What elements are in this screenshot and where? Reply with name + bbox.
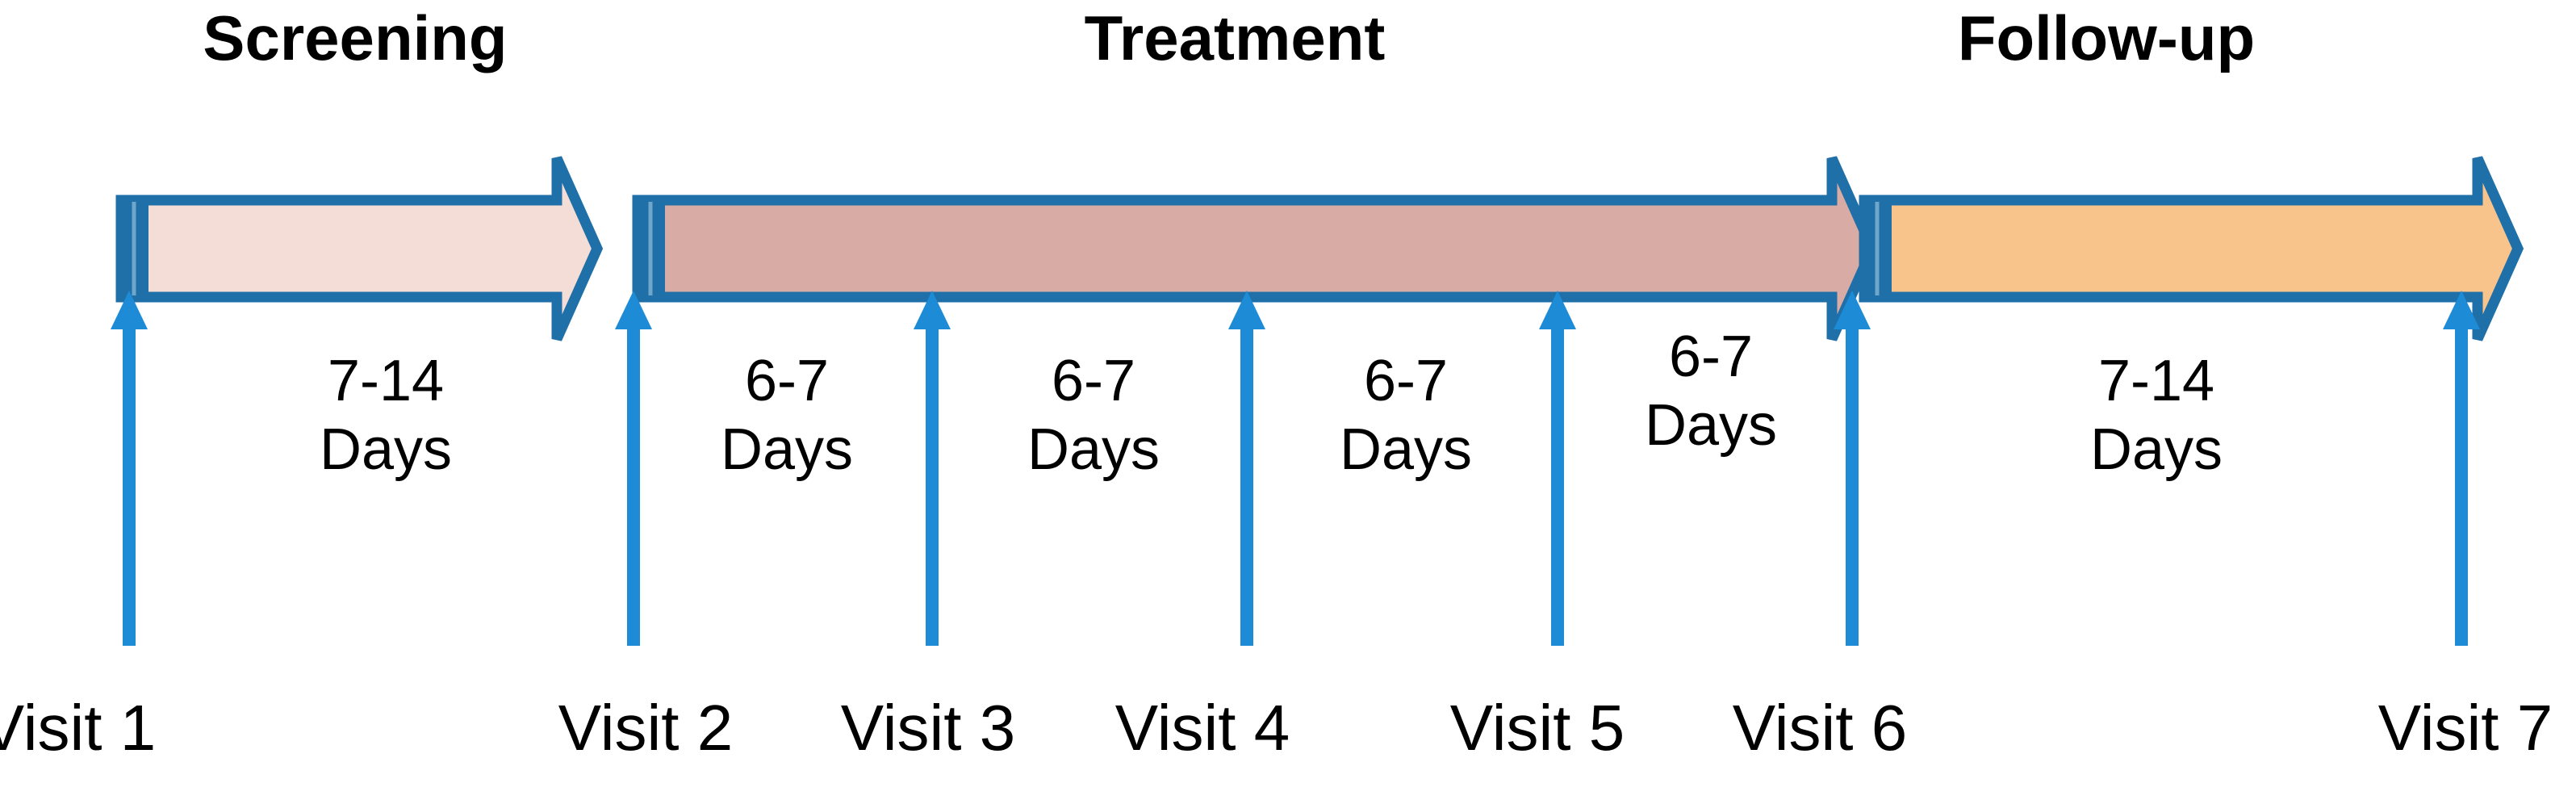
visit-label-7: Visit 7 [2377,692,2553,764]
visit-marker-arrow-2 [615,291,652,646]
interval-value: 6-7 [1363,349,1449,413]
phase-arrow-followup [1859,156,2524,341]
interval-value: 6-7 [1051,349,1136,413]
interval-value: 6-7 [744,349,830,413]
phase-title-followup: Follow-up [1957,2,2256,73]
visit-marker-arrow-5 [1539,291,1576,646]
visit-label-1: Visit 1 [0,692,157,764]
interval-unit: Days [2089,417,2223,482]
visit-label-2: Visit 2 [558,692,734,764]
phase-arrow-group [115,156,2524,341]
interval-unit: Days [319,417,453,482]
interval-unit: Days [1027,417,1160,482]
interval-value: 7-14 [327,349,445,413]
interval-unit: Days [720,417,854,482]
visit-arrow-group [111,291,2480,646]
visit-marker-arrow-4 [1228,291,1265,646]
phase-title-screening: Screening [203,2,508,73]
interval-unit: Days [1644,392,1778,458]
visit-label-3: Visit 3 [840,692,1016,764]
phase-title-treatment: Treatment [1084,2,1386,73]
phase-arrow-screening [115,156,604,341]
visit-marker-arrow-1 [111,291,148,646]
interval-unit: Days [1339,417,1473,482]
visit-label-6: Visit 6 [1732,692,1908,764]
visit-label-4: Visit 4 [1114,692,1290,764]
interval-value: 7-14 [2097,349,2215,413]
visit-marker-arrow-6 [1834,291,1871,646]
interval-value: 6-7 [1668,325,1754,389]
visit-marker-arrow-7 [2443,291,2480,646]
visit-label-5: Visit 5 [1449,692,1625,764]
visit-marker-arrow-3 [914,291,951,646]
